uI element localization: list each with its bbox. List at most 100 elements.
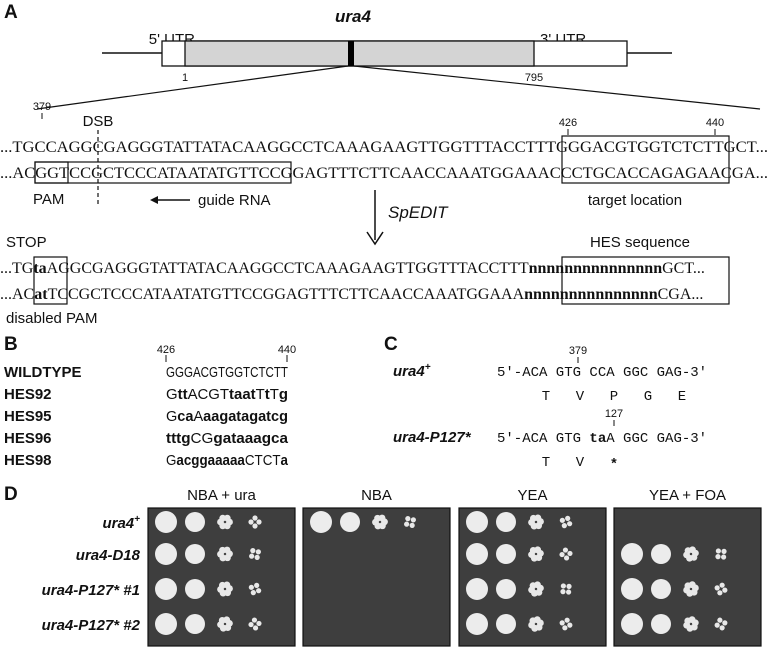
colony-spot xyxy=(559,515,573,529)
colony-spot xyxy=(528,581,544,597)
target-site-mark xyxy=(348,41,354,66)
hes-sequence-1: GGGACGTGGTCTCTT xyxy=(166,364,288,381)
guide-rna-label: guide RNA xyxy=(198,192,271,209)
pos-379-label: 379 xyxy=(33,101,51,113)
colony-spot xyxy=(683,616,699,632)
colony-spot xyxy=(559,617,573,631)
guide-arrow-head xyxy=(150,196,158,204)
zoom-line-left xyxy=(36,65,349,110)
colony-spot xyxy=(559,547,573,561)
c-wt-aa-2: V xyxy=(576,389,585,405)
pam-label: PAM xyxy=(33,191,64,208)
strain-label-3: ura4-P127* #1 xyxy=(42,582,140,599)
plate-1 xyxy=(147,507,296,647)
c-mut-aa-1: T xyxy=(542,455,550,471)
c-mut-label: ura4-P127* xyxy=(393,429,472,446)
hes-sequence-4: tttgCGgataaagca xyxy=(166,430,289,447)
hes-sequence-2: GttACGTtaatTtTg xyxy=(166,386,288,403)
colony-spot xyxy=(651,544,671,564)
colony-spot xyxy=(714,582,728,596)
hes-table: WILDTYPE GGGACGTGGTCTCTT HES92 GttACGTtaatT… xyxy=(4,364,289,469)
stop-box xyxy=(33,256,68,305)
zoom-line-right xyxy=(353,65,761,110)
hes-sequence-label: HES sequence xyxy=(590,234,690,251)
colony-spot xyxy=(714,617,728,631)
c-mut-sequence: 5′-ACA GTG taA GGC GAG-3′ xyxy=(497,431,707,447)
colony-spot xyxy=(528,616,544,632)
colony-spot xyxy=(185,544,205,564)
orf-start-pos: 1 xyxy=(182,72,188,84)
spedit-arrow-head xyxy=(366,231,384,246)
colony-spot xyxy=(185,579,205,599)
hes-name-4: HES96 xyxy=(4,430,52,447)
strain-label-4: ura4-P127* #2 xyxy=(42,617,141,634)
colony-spot xyxy=(560,583,572,595)
pos-426-label: 426 xyxy=(559,117,577,129)
c-pos-127: 127 xyxy=(605,408,623,420)
colony-spot xyxy=(466,511,488,533)
c-mut-aa-2: V xyxy=(576,455,585,471)
colony-spot xyxy=(621,543,643,565)
hes-name-2: HES92 xyxy=(4,386,52,403)
media-label-2: NBA xyxy=(361,487,392,504)
colony-spot xyxy=(683,581,699,597)
edited-bottom-strand: ...ACatTCCGCTCCCATAATATGTTCCGGAGTTTCTTCA… xyxy=(0,286,703,303)
target-location-label: target location xyxy=(588,192,682,209)
colony-spot xyxy=(466,543,488,565)
colony-spot xyxy=(621,578,643,600)
stop-label: STOP xyxy=(6,234,47,251)
colony-spot xyxy=(496,512,516,532)
colony-spot xyxy=(496,544,516,564)
panel-label-b: B xyxy=(4,334,18,355)
colony-spot xyxy=(155,613,177,635)
panel-label-d: D xyxy=(4,484,18,505)
dsb-label: DSB xyxy=(83,113,114,130)
colony-spot xyxy=(715,548,727,560)
panel-label-a: A xyxy=(4,2,18,23)
c-wt-aa-3: P xyxy=(610,389,618,405)
panel-label-c: C xyxy=(384,334,398,355)
wt-bottom-strand: ...ACGGTCCGCTCCCATAATATGTTCCGGAGTTTCTTCA… xyxy=(0,165,768,182)
colony-spot xyxy=(528,514,544,530)
colony-spot xyxy=(651,614,671,634)
hes-sequence-box xyxy=(561,256,730,305)
colony-spot xyxy=(248,582,262,596)
disabled-pam-label: disabled PAM xyxy=(6,310,97,327)
colony-spot xyxy=(621,613,643,635)
guide-rna-box xyxy=(34,161,292,184)
colony-spot xyxy=(185,512,205,532)
hes-sequence-3: GcaAaagatagatcg xyxy=(166,408,288,425)
colony-spot xyxy=(372,514,388,530)
spedit-label: SpEDIT xyxy=(388,203,449,222)
colony-spot xyxy=(310,511,332,533)
media-label-4: YEA + FOA xyxy=(649,487,726,504)
c-wt-protein: T V P G E xyxy=(542,389,686,405)
c-wt-aa-1: T xyxy=(542,389,550,405)
orf-end-pos: 795 xyxy=(525,72,543,84)
colony-spot xyxy=(249,548,261,560)
colony-spot xyxy=(185,614,205,634)
plate-3 xyxy=(458,507,607,647)
colony-spot xyxy=(340,512,360,532)
colony-spot xyxy=(155,578,177,600)
c-wt-label: ura4+ xyxy=(393,362,431,380)
c-wt-aa-5: E xyxy=(678,389,686,405)
colony-spot xyxy=(404,516,416,528)
colony-spot xyxy=(683,546,699,562)
plates xyxy=(147,507,762,647)
hes-name-5: HES98 xyxy=(4,452,52,469)
gene-title: ura4 xyxy=(335,7,371,26)
target-location-box xyxy=(561,135,730,184)
media-label-1: NBA + ura xyxy=(187,487,256,504)
b-pos-440: 440 xyxy=(278,344,296,356)
strain-label-1: ura4+ xyxy=(102,514,140,532)
hes-name-1: WILDTYPE xyxy=(4,364,82,381)
orf-region xyxy=(184,40,535,67)
hes-sequence-5: GacggaaaaaCTCTa xyxy=(166,452,289,469)
c-wt-sequence: 5′-ACA GTG CCA GGC GAG-3′ xyxy=(497,365,707,381)
colony-spot xyxy=(248,515,262,529)
c-mut-aa-3: * xyxy=(610,457,618,473)
